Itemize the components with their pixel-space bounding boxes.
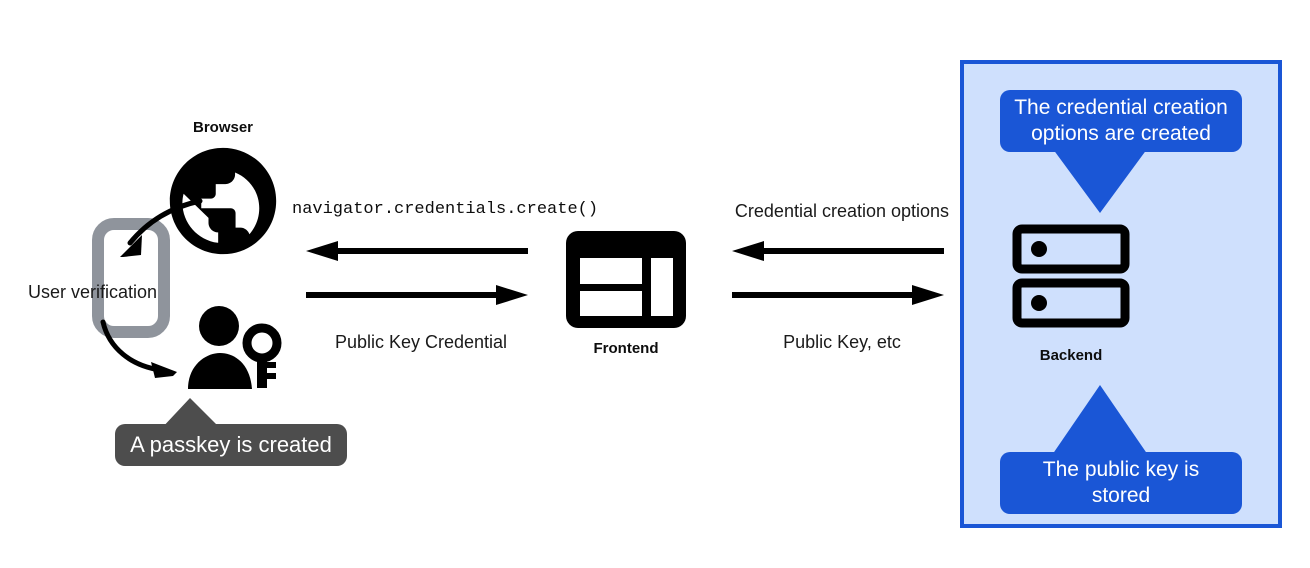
callout-credential-creation-options: The credential creation options are crea…	[1000, 90, 1242, 152]
callout-bottom-tail-icon	[1050, 385, 1150, 458]
arrow-right-public-key-credential-icon	[306, 285, 528, 305]
person-with-key-icon	[188, 306, 282, 389]
backend-label: Backend	[1039, 347, 1103, 364]
message-label-create-call: navigator.credentials.create()	[292, 200, 599, 219]
message-label-credential-creation-options: Credential creation options	[734, 201, 950, 221]
arrow-browser-to-device-icon	[120, 198, 203, 257]
frontend-label: Frontend	[593, 340, 659, 357]
callout-public-key-stored: The public key is stored	[1000, 452, 1242, 514]
passkey-created-text: A passkey is created	[130, 431, 332, 457]
callout-bottom-text: The public key is stored	[1042, 457, 1200, 507]
message-label-public-key-credential: Public Key Credential	[334, 332, 508, 352]
callout-top-tail-icon	[1050, 145, 1150, 213]
server-stack-icon	[1012, 224, 1130, 328]
callout-top-text: The credential creation options are crea…	[1014, 95, 1228, 145]
smartphone-icon	[92, 218, 170, 338]
browser-label: Browser	[192, 119, 254, 136]
message-label-public-key-etc: Public Key, etc	[783, 332, 901, 352]
webpage-layout-icon	[566, 231, 686, 328]
user-verification-label: User verification	[28, 282, 158, 302]
arrow-right-public-key-etc-icon	[732, 285, 944, 305]
tooltip-tail-icon	[160, 398, 222, 430]
globe-icon	[169, 147, 277, 255]
arrow-device-to-user-icon	[100, 319, 177, 378]
arrow-left-credential-creation-options-icon	[732, 241, 944, 261]
passkey-created-tooltip: A passkey is created	[115, 424, 347, 466]
arrow-left-credentials-create-icon	[306, 241, 528, 261]
